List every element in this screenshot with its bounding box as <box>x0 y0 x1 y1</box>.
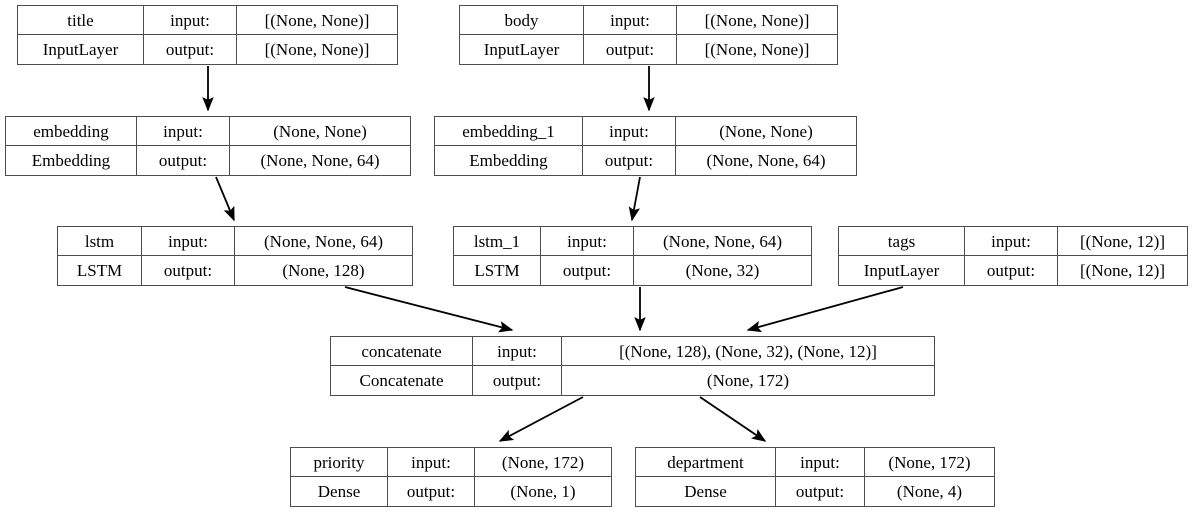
edge-embedding_1-to-lstm_1 <box>628 176 641 222</box>
tags-output-shape: [(None, 12)] <box>1080 261 1165 280</box>
body-input-label: input: <box>584 6 677 34</box>
lstm_1-output-shape: (None, 32) <box>685 261 760 280</box>
body-input-shape: [(None, None)] <box>704 10 810 30</box>
edge-tags-to-concatenate <box>746 286 904 333</box>
department-layer-name: department <box>636 448 776 476</box>
embedding_1-layer-class: Embedding <box>435 146 583 175</box>
priority-input-shape: (None, 172) <box>501 452 585 472</box>
concatenate-output-shape: (None, 172) <box>706 371 790 390</box>
department-input-shape: (None, 172) <box>888 452 971 472</box>
body-layer-class: InputLayer <box>460 35 584 64</box>
title-layer-class: InputLayer <box>18 35 144 64</box>
lstm-input-shape: (None, None, 64) <box>264 231 383 251</box>
embedding-input-label: input: <box>137 117 230 145</box>
tags-input-label: input: <box>965 227 1058 255</box>
body-layer-name: body <box>460 6 584 34</box>
lstm_1-layer-name: lstm_1 <box>454 227 541 255</box>
edge-concatenate-to-priority <box>498 396 584 442</box>
tags-output-label: output: <box>965 256 1058 285</box>
edge-concatenate-to-department <box>699 396 767 442</box>
concatenate-input-shape: [(None, 128), (None, 32), (None, 12)] <box>619 341 877 361</box>
lstm-output-shape: (None, 128) <box>282 261 365 280</box>
embedding-output-label: output: <box>137 146 230 175</box>
priority-layer-name: priority <box>291 448 388 476</box>
concatenate-input-label: input: <box>473 337 562 365</box>
priority-output-label: output: <box>388 477 475 506</box>
title-output-shape: [(None, None)] <box>264 40 370 59</box>
lstm_1-input-shape: (None, None, 64) <box>663 231 782 251</box>
lstm_1-input-label: input: <box>541 227 634 255</box>
concatenate-layer-class: Concatenate <box>331 366 473 395</box>
priority-layer-class: Dense <box>291 477 388 506</box>
embedding-layer-name: embedding <box>6 117 137 145</box>
lstm-layer-class: LSTM <box>58 256 142 285</box>
edge-lstm-to-concatenate <box>344 286 514 333</box>
department-output-label: output: <box>776 477 865 506</box>
embedding-layer-class: Embedding <box>6 146 137 175</box>
lstm_1-layer-class: LSTM <box>454 256 541 285</box>
body-output-shape: [(None, None)] <box>704 40 810 59</box>
tags-layer-class: InputLayer <box>839 256 965 285</box>
embedding_1-output-shape: (None, None, 64) <box>706 151 826 170</box>
tags-input-shape: [(None, 12)] <box>1080 231 1165 251</box>
title-input-label: input: <box>144 6 237 34</box>
lstm-output-label: output: <box>142 256 235 285</box>
embedding-output-shape: (None, None, 64) <box>260 151 380 170</box>
embedding_1-input-label: input: <box>583 117 676 145</box>
title-input-shape: [(None, None)] <box>264 10 370 30</box>
tags-layer-name: tags <box>839 227 965 255</box>
title-output-label: output: <box>144 35 237 64</box>
embedding_1-layer-name: embedding_1 <box>435 117 583 145</box>
department-output-shape: (None, 4) <box>896 482 963 501</box>
embedding-input-shape: (None, None) <box>273 121 367 141</box>
embedding_1-input-shape: (None, None) <box>719 121 813 141</box>
title-layer-name: title <box>18 6 144 34</box>
body-output-label: output: <box>584 35 677 64</box>
lstm-input-label: input: <box>142 227 235 255</box>
priority-input-label: input: <box>388 448 475 476</box>
lstm-layer-name: lstm <box>58 227 142 255</box>
priority-output-shape: (None, 1) <box>510 482 576 501</box>
concatenate-output-label: output: <box>473 366 562 395</box>
edge-embedding-to-lstm <box>215 176 235 222</box>
concatenate-layer-name: concatenate <box>331 337 473 365</box>
lstm_1-output-label: output: <box>541 256 634 285</box>
department-layer-class: Dense <box>636 477 776 506</box>
embedding_1-output-label: output: <box>583 146 676 175</box>
department-input-label: input: <box>776 448 865 476</box>
